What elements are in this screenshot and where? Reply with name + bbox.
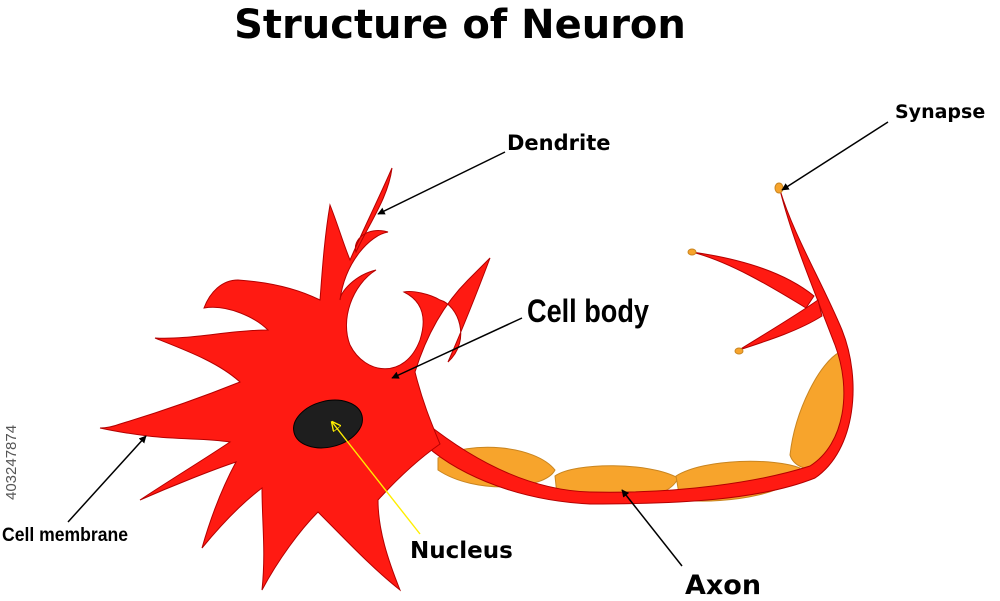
dendrite-pointer-arrow bbox=[377, 151, 506, 215]
synapse-knob bbox=[774, 182, 784, 194]
synapse-pointer-arrow bbox=[781, 121, 889, 191]
nucleus bbox=[293, 399, 363, 449]
cell-body bbox=[99, 167, 491, 592]
side-id-text: 403247874 bbox=[3, 425, 20, 500]
diagram-title: Structure of Neuron bbox=[234, 2, 686, 48]
synapse-label: Synapse bbox=[895, 101, 985, 123]
synapse-knob bbox=[734, 347, 744, 355]
axon-label: Axon bbox=[685, 570, 761, 601]
cell-membrane-pointer-arrow bbox=[67, 435, 147, 523]
axon-terminal bbox=[691, 251, 815, 309]
axon-pointer-arrow bbox=[621, 489, 683, 567]
cell-membrane-label: Cell membrane bbox=[2, 525, 128, 546]
axon-terminal bbox=[738, 299, 823, 351]
cell-body-label: Cell body bbox=[527, 293, 649, 329]
myelin-segment bbox=[789, 351, 851, 470]
cell-body-pointer-arrow bbox=[391, 317, 523, 379]
nucleus-pointer-arrow bbox=[332, 422, 421, 535]
nucleus-label: Nucleus bbox=[410, 538, 513, 564]
axon bbox=[419, 189, 854, 505]
dendrite-label: Dendrite bbox=[507, 131, 611, 155]
synapse-knob bbox=[687, 248, 697, 256]
